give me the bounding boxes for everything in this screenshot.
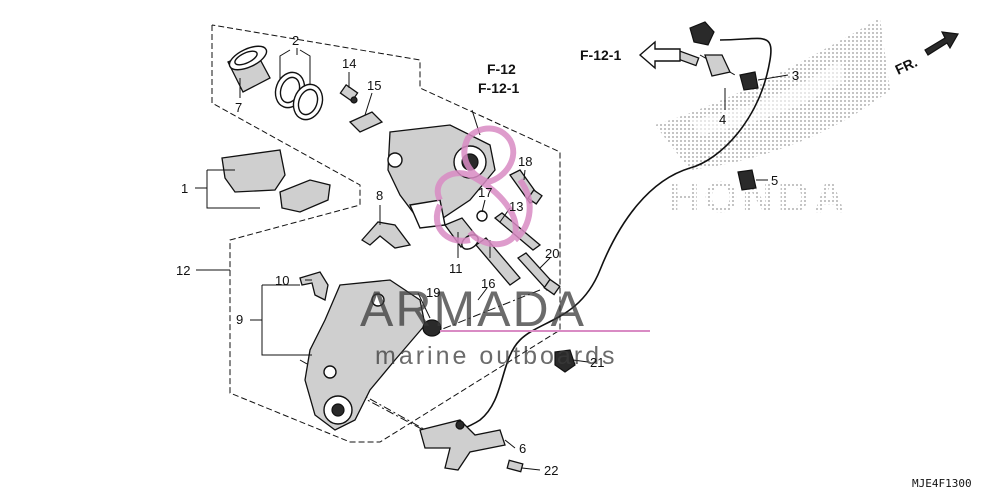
leader-lines xyxy=(195,48,789,471)
clip-bracket xyxy=(704,54,731,77)
cap-part-15[interactable] xyxy=(348,111,384,133)
callout-10[interactable]: 10 xyxy=(275,273,289,288)
callout-18[interactable]: 18 xyxy=(518,154,532,169)
honda-logo-text: HONDA xyxy=(668,173,849,222)
clamp-part-5[interactable] xyxy=(737,169,757,191)
callout-2[interactable]: 2 xyxy=(292,33,299,48)
watermark-brand: ARMADA xyxy=(360,281,586,337)
piston-part-7[interactable] xyxy=(226,41,271,93)
callout-7[interactable]: 7 xyxy=(235,100,242,115)
caliper-bracket-part-9[interactable] xyxy=(304,279,426,431)
callout-numbers: 1 2 3 4 5 6 7 8 9 10 11 12 13 14 15 16 1… xyxy=(176,33,799,478)
diagram-code: MJE4F1300 xyxy=(912,477,972,490)
washer-part-17 xyxy=(476,210,488,222)
rubber-boot-part-19[interactable] xyxy=(422,319,442,337)
honda-wing-logo: HONDA xyxy=(655,18,890,222)
callout-4[interactable]: 4 xyxy=(719,112,726,127)
callout-17[interactable]: 17 xyxy=(478,185,492,200)
ref-f12-label[interactable]: F-12 xyxy=(487,61,516,77)
callout-14[interactable]: 14 xyxy=(342,56,356,71)
armada-emblem-watermark xyxy=(433,125,533,248)
armada-watermark: ARMADA marine outboards xyxy=(360,281,650,370)
sensor-bracket-part-6[interactable] xyxy=(419,419,506,471)
clamp-part-3 xyxy=(739,71,759,91)
caliper-assembly-outline xyxy=(211,24,561,443)
callout-5[interactable]: 5 xyxy=(771,173,778,188)
callout-12[interactable]: 12 xyxy=(176,263,190,278)
brake-pads-part-1[interactable] xyxy=(221,149,331,213)
pad-spring-part-8[interactable] xyxy=(361,221,412,249)
callout-1[interactable]: 1 xyxy=(181,181,188,196)
callout-11[interactable]: 11 xyxy=(449,261,463,276)
front-direction-indicator: FR. xyxy=(893,31,959,78)
callout-13[interactable]: 13 xyxy=(509,199,523,214)
callout-22[interactable]: 22 xyxy=(544,463,558,478)
callout-19[interactable]: 19 xyxy=(426,285,440,300)
front-direction-label: FR. xyxy=(893,54,920,78)
sensor-cable xyxy=(439,37,772,441)
callout-15[interactable]: 15 xyxy=(367,78,381,93)
watermark-tagline: marine outboards xyxy=(375,342,618,370)
ref-f12-1-label[interactable]: F-12-1 xyxy=(478,80,519,96)
callout-9[interactable]: 9 xyxy=(236,312,243,327)
bolt-part-22[interactable] xyxy=(506,459,524,473)
callout-21[interactable]: 21 xyxy=(590,355,604,370)
bleeder-screw-part-14[interactable] xyxy=(339,83,359,104)
callout-16[interactable]: 16 xyxy=(481,276,495,291)
connector-top[interactable] xyxy=(674,21,759,91)
clip-part-21[interactable] xyxy=(554,349,576,373)
seal-rings-part-2[interactable] xyxy=(271,68,328,123)
callout-6[interactable]: 6 xyxy=(519,441,526,456)
retainer-part-10[interactable] xyxy=(299,271,329,301)
ref-f12-1-arrow-label[interactable]: F-12-1 xyxy=(580,47,621,63)
ref-arrow-f12-1[interactable]: F-12-1 xyxy=(580,40,681,70)
callout-20[interactable]: 20 xyxy=(545,246,559,261)
callout-8[interactable]: 8 xyxy=(376,188,383,203)
callout-3[interactable]: 3 xyxy=(792,68,799,83)
